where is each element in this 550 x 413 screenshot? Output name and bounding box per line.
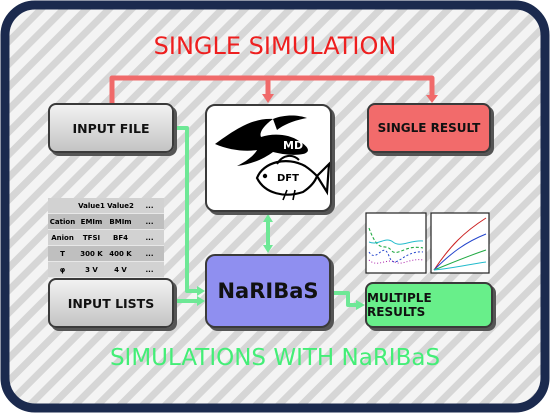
naribas-box: NaRIBaS: [205, 254, 331, 328]
line-plot-thumbnail-icon: [430, 212, 490, 274]
green-arrowhead: [197, 296, 205, 306]
red-connector: [109, 75, 435, 103]
input-file-label: INPUT FILE: [72, 120, 150, 136]
table-cell: ...: [135, 198, 164, 214]
fish-icon: [255, 154, 330, 201]
single-result-label: SINGLE RESULT: [377, 121, 481, 135]
table-cell: Value2: [106, 198, 135, 214]
diagram-title: SINGLE SIMULATION: [153, 32, 397, 60]
naribas-label: NaRIBaS: [217, 279, 319, 303]
red-arrowhead: [262, 94, 274, 103]
green-arrowhead: [263, 214, 273, 222]
md-label: MD: [283, 139, 303, 152]
multiple-results-box: MULTIPLE RESULTS: [365, 282, 493, 328]
table-cell: [48, 198, 77, 214]
table-cell: ...: [135, 245, 164, 262]
table-cell: TFSI: [77, 229, 106, 246]
dft-label: DFT: [277, 173, 299, 184]
simulation-engine-box: MD DFT: [205, 104, 332, 212]
table-cell: T: [48, 245, 77, 262]
table-cell: BF4: [106, 229, 135, 246]
table-cell: Anion: [48, 229, 77, 246]
green-arrowhead: [263, 245, 273, 253]
diagram-subtitle: SIMULATIONS WITH NaRIBaS: [109, 345, 441, 371]
line-plot-thumbnail-icon: [365, 212, 427, 274]
table-cell: ...: [135, 261, 164, 278]
table-cell: Value1: [77, 198, 106, 214]
green-arrowhead: [197, 286, 205, 296]
swallow-icon: [215, 115, 308, 166]
table-cell: 4 V: [106, 261, 135, 278]
table-cell: ...: [135, 229, 164, 246]
green-arrowhead: [356, 300, 365, 310]
input-file-box: INPUT FILE: [48, 103, 174, 153]
green-connector: [176, 126, 357, 307]
input-lists-box: INPUT LISTS: [48, 278, 174, 328]
table-cell: φ: [48, 261, 77, 278]
table-cell: 400 K: [106, 245, 135, 262]
table-cell: ...: [135, 213, 164, 230]
red-arrowhead: [426, 95, 438, 103]
table-cell: Cation: [48, 213, 77, 230]
table-cell: EMIm: [77, 213, 106, 230]
input-lists-label: INPUT LISTS: [67, 295, 155, 311]
multiple-results-label: MULTIPLE RESULTS: [367, 291, 432, 319]
table-cell: 300 K: [77, 245, 106, 262]
single-result-box: SINGLE RESULT: [367, 103, 491, 153]
table-cell: 3 V: [77, 261, 106, 278]
table-cell: BMIm: [106, 213, 135, 230]
engine-illustration: MD DFT: [215, 115, 330, 201]
